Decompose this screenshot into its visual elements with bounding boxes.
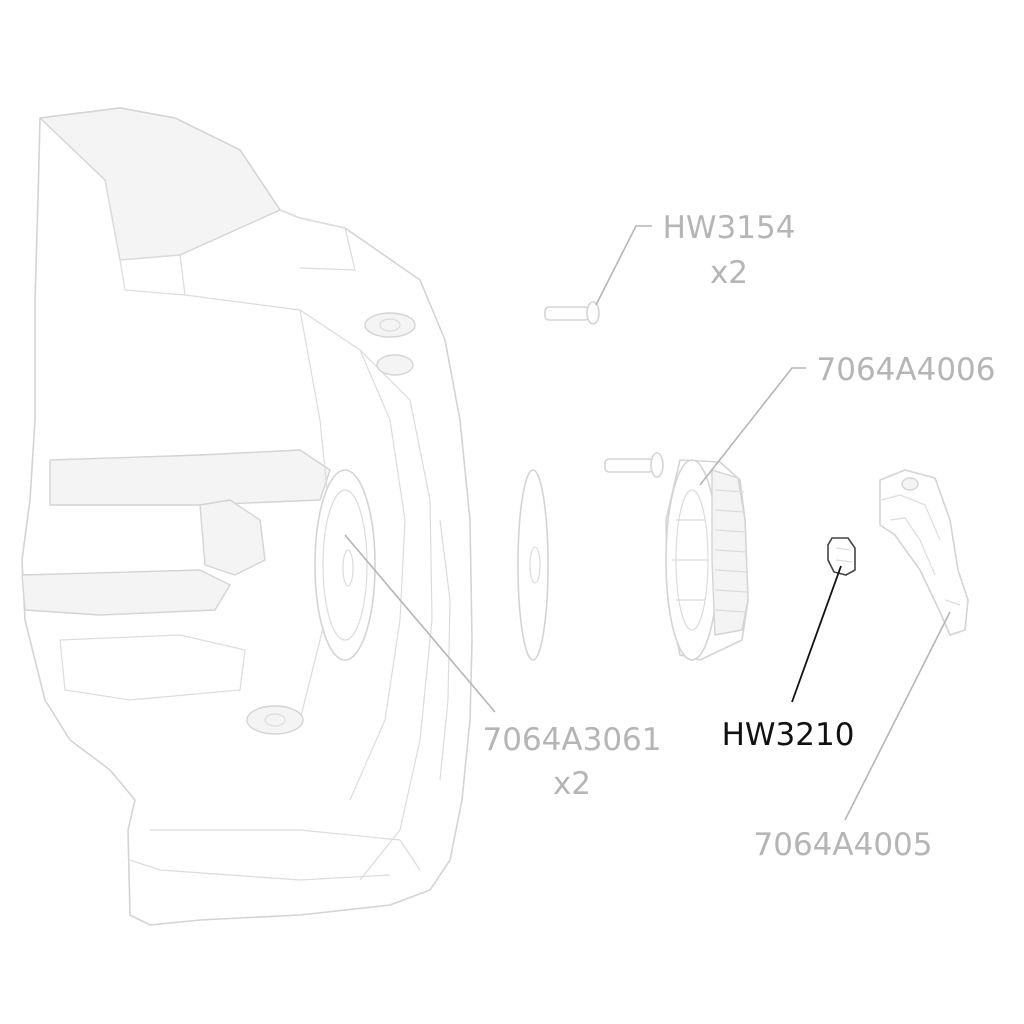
clip-hw3210 <box>827 537 856 576</box>
disc-part-7064a3061 <box>314 469 376 661</box>
leader-line-hw3210 <box>791 565 842 703</box>
leader-line-7064a4006 <box>699 367 806 486</box>
screw-hw3154-upper <box>544 301 600 325</box>
cover-part-7064a4005 <box>879 469 969 636</box>
impeller-part-7064a4006 <box>665 459 749 661</box>
callout-hw3154-part: HW3154 <box>663 210 796 246</box>
leader-line-7064a4005 <box>844 611 951 821</box>
callout-7064a4005-part: 7064A4005 <box>754 827 933 863</box>
callout-hw3154-qty: x2 <box>710 255 748 291</box>
callout-7064a4006-part: 7064A4006 <box>817 352 996 388</box>
leader-line-hw3154 <box>595 225 652 306</box>
leader-line-7064a3061 <box>344 534 496 713</box>
callout-7064a3061-qty: x2 <box>553 766 591 802</box>
thin-disc-part <box>517 469 549 661</box>
callout-7064a3061-part: 7064A3061 <box>483 722 662 758</box>
screw-hw3154-lower <box>604 452 664 478</box>
main-housing <box>21 107 473 926</box>
callout-hw3210-part: HW3210 <box>722 717 855 753</box>
